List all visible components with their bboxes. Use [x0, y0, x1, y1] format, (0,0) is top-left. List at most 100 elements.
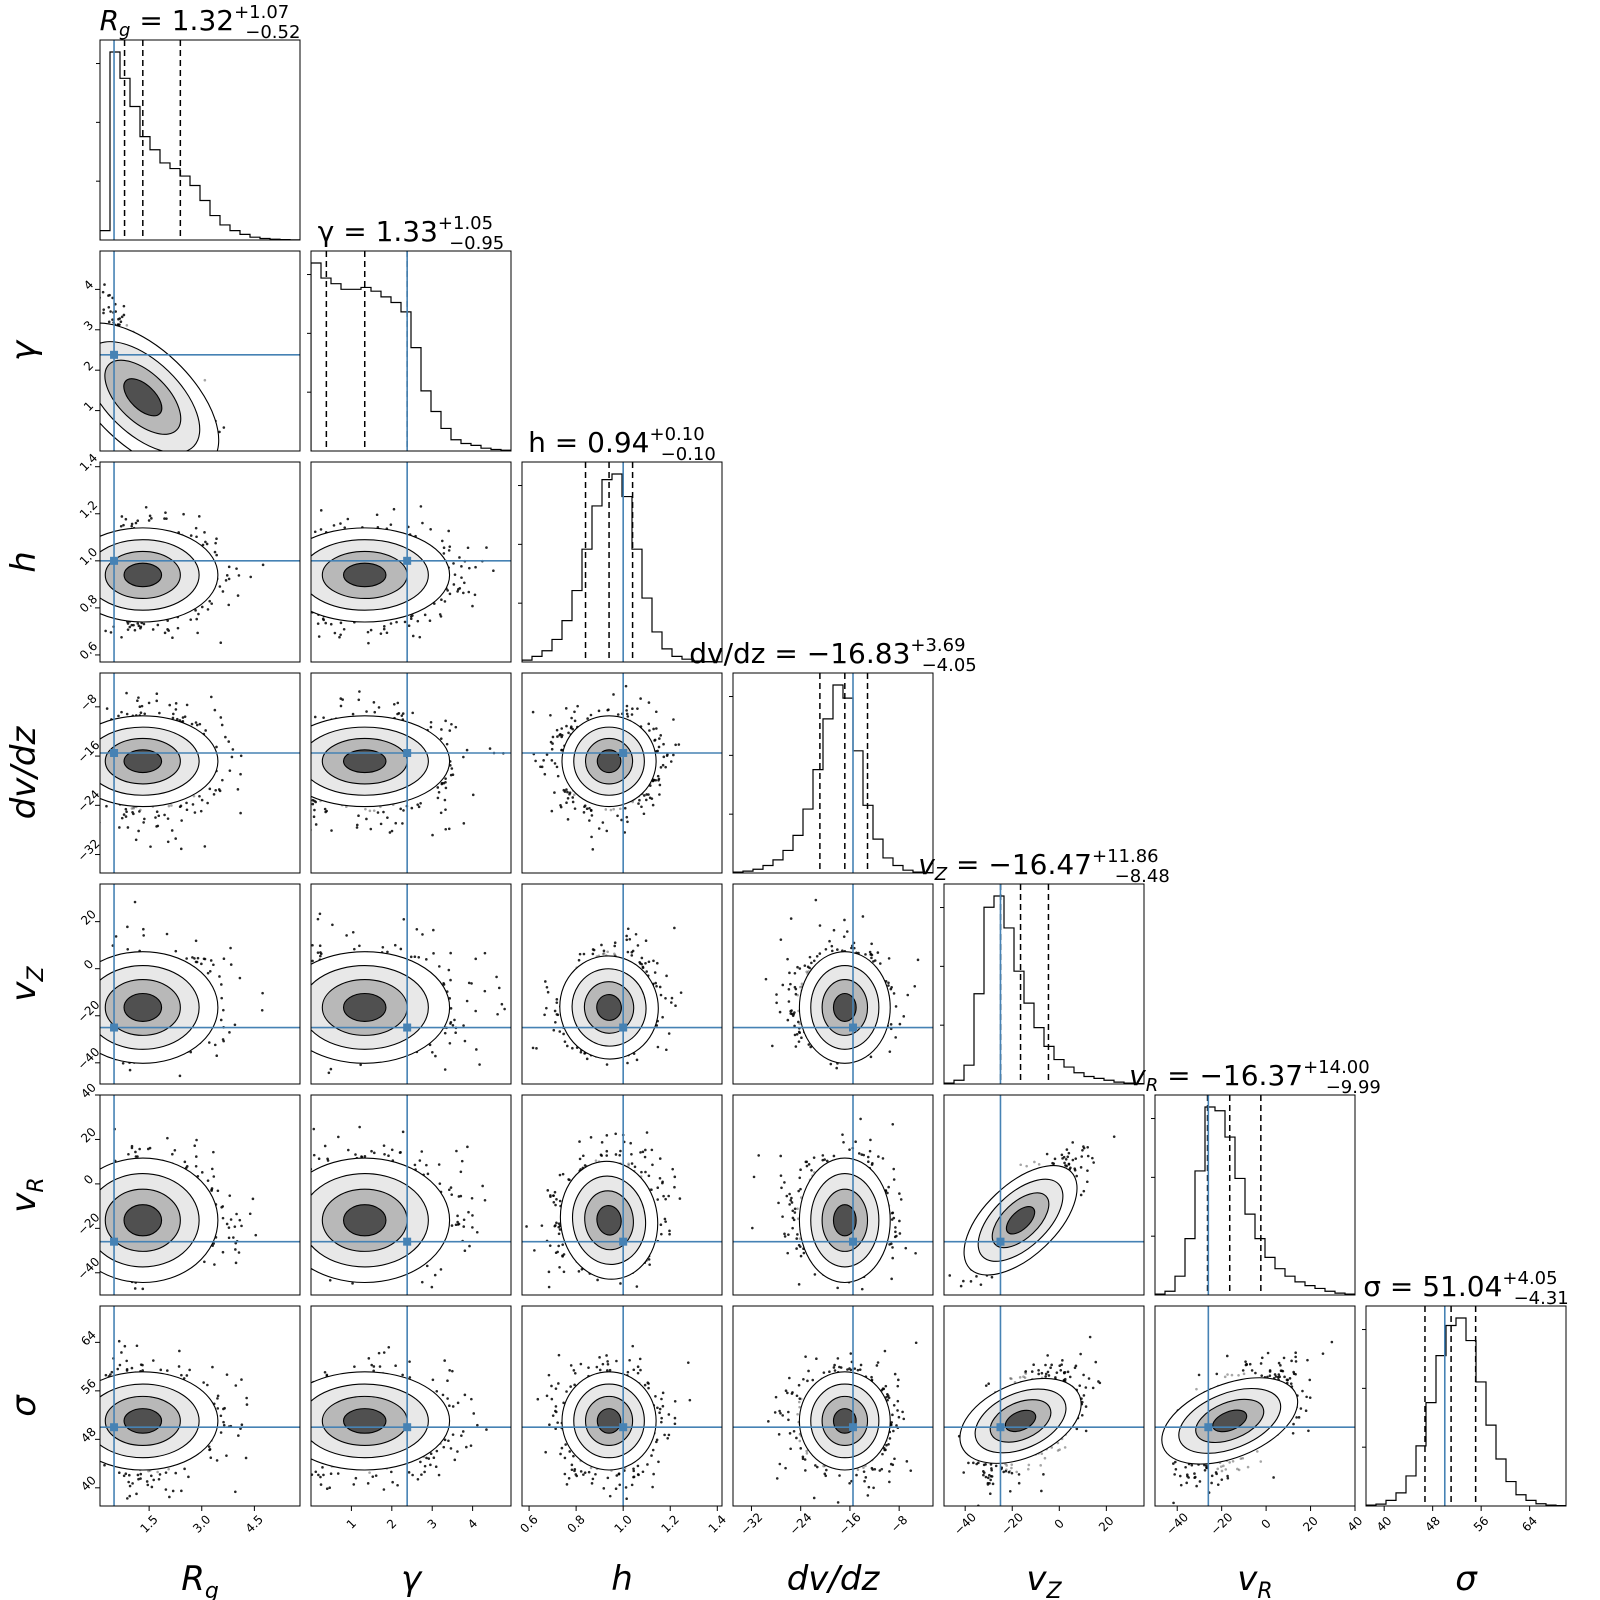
sample-point [206, 608, 210, 611]
sample-point [429, 725, 433, 729]
sample-point [322, 716, 325, 719]
sample-point [154, 816, 157, 819]
sample-point [273, 771, 276, 774]
sample-point [292, 600, 295, 603]
sample-point [440, 782, 444, 786]
sample-point [211, 474, 214, 477]
sample-point [107, 305, 111, 309]
sample-point [285, 562, 288, 565]
sample-point [418, 635, 422, 639]
sample-point [130, 623, 134, 627]
panel-gamma-vs-Rg [95, 250, 301, 500]
sample-point [274, 772, 277, 775]
sample-point [276, 769, 279, 772]
sample-point [325, 809, 328, 813]
sample-point [221, 778, 224, 782]
sample-point [303, 517, 306, 520]
sample-point [208, 787, 212, 791]
sample-point [295, 727, 298, 730]
sample-point [346, 517, 350, 521]
sample-point [230, 456, 233, 459]
sample-point [567, 731, 570, 735]
sample-point [382, 627, 386, 631]
sample-point [436, 786, 440, 789]
sample-point [290, 565, 293, 568]
sample-point [126, 622, 130, 625]
sample-point [450, 767, 454, 770]
sample-point [165, 455, 168, 458]
sample-point [176, 484, 179, 487]
panel-frame [310, 250, 512, 452]
sample-point [179, 847, 183, 851]
sample-point [111, 318, 114, 321]
sample-point [81, 783, 84, 786]
sample-point [134, 521, 138, 525]
sample-point [87, 722, 90, 725]
sample-point [573, 710, 576, 714]
sample-point [114, 310, 117, 313]
sample-point [132, 457, 135, 460]
sample-point [164, 511, 167, 514]
sample-point [342, 627, 346, 631]
sample-point [302, 591, 305, 594]
sample-point [132, 812, 135, 816]
sample-point [389, 523, 393, 526]
sample-point [351, 712, 355, 716]
panel-h-vs-h [518, 461, 723, 663]
sample-point [143, 817, 146, 821]
sample-point [107, 320, 111, 324]
sample-point [97, 818, 100, 821]
sample-point [275, 772, 278, 775]
sample-point [138, 705, 142, 709]
sample-point [319, 528, 323, 531]
sample-point [96, 757, 99, 760]
sample-point [339, 633, 342, 637]
sample-point [288, 790, 291, 793]
sample-point [237, 574, 241, 577]
sample-point [254, 497, 257, 500]
sample-point [292, 565, 295, 568]
sample-point [332, 524, 336, 527]
sample-point [206, 801, 209, 805]
sample-point [137, 829, 140, 833]
sample-point [549, 713, 552, 717]
sample-point [399, 807, 402, 811]
sample-point [308, 570, 311, 573]
sample-point [301, 791, 304, 794]
sample-point [157, 814, 161, 818]
sample-point [170, 829, 174, 832]
sample-point [655, 727, 658, 730]
sample-point [239, 772, 242, 776]
sample-point [304, 583, 307, 586]
sample-point [446, 589, 449, 592]
sample-point [220, 454, 223, 457]
sample-point [492, 569, 495, 573]
sample-point [311, 802, 315, 806]
sample-point [183, 715, 187, 718]
sample-point [474, 565, 477, 569]
sample-point [91, 780, 94, 783]
sample-point [590, 814, 594, 817]
sample-point [376, 811, 380, 814]
sample-point [372, 701, 376, 704]
sample-point [343, 526, 347, 529]
sample-point [277, 589, 280, 592]
sample-point [126, 826, 130, 829]
sample-point [215, 537, 218, 541]
sample-point [163, 631, 167, 635]
sample-point [571, 796, 575, 799]
sample-point [83, 623, 86, 626]
sample-point [304, 744, 307, 747]
sample-point [382, 810, 385, 814]
sample-point [197, 515, 201, 518]
sample-point [169, 455, 172, 458]
sample-point [136, 519, 140, 523]
panel-content-3-2 [522, 673, 722, 873]
sample-point [385, 631, 389, 635]
sample-point [125, 712, 129, 716]
sample-point [205, 454, 208, 457]
sample-point [192, 464, 195, 467]
sample-point [122, 523, 125, 527]
sample-point [170, 804, 173, 807]
sample-point [444, 777, 447, 780]
